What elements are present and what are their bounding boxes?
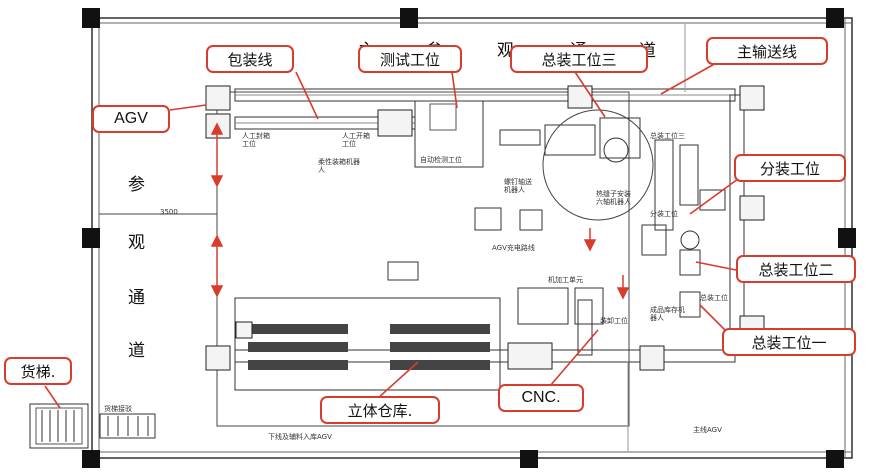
six-axis-robot-label: 热缝子安装六轴机器人 <box>596 190 631 206</box>
main-line-agv-label: 主线AGV <box>693 426 722 434</box>
callout-sub-assembly: 分装工位 <box>734 154 846 182</box>
aisle-left-char-2: 观 <box>128 233 145 253</box>
callout-leaders <box>44 61 743 409</box>
callout-test-station: 测试工位 <box>358 45 462 73</box>
elevator-small-label: 货梯接驳 <box>104 405 132 413</box>
offline-agv-label: 下线及辅料入库AGV <box>268 433 332 441</box>
hall-outline <box>91 17 853 459</box>
callout-packing-line: 包装线 <box>206 45 294 73</box>
auto-test-label: 自动检测工位 <box>420 156 462 164</box>
callout-final-assembly-3: 总装工位三 <box>510 45 648 73</box>
finished-storage-label: 成品库存机器人 <box>650 306 685 322</box>
callout-agv: AGV <box>92 105 170 133</box>
callout-cnc: CNC. <box>498 384 584 412</box>
callout-freight-elevator: 货梯. <box>4 357 72 385</box>
final-station-3-small: 总装工位三 <box>650 132 685 140</box>
callout-final-assembly-1: 总装工位一 <box>722 328 856 356</box>
aisle-left-char-1: 参 <box>128 175 145 195</box>
flexible-robot-label: 柔性装箱机器人 <box>318 158 360 174</box>
agv-charging-label: AGV充电路线 <box>492 244 535 252</box>
flow-arrows <box>210 122 630 300</box>
manual-pack-2-label: 人工开箱工位 <box>342 132 370 148</box>
aisle-left-char-4: 道 <box>128 341 145 361</box>
sub-station-small: 分装工位 <box>650 210 678 218</box>
dimension-label: 3500 <box>160 208 178 216</box>
screw-robot-label: 螺钉轴送机器人 <box>504 178 532 194</box>
manual-pack-1-label: 人工封箱工位 <box>242 132 270 148</box>
aisle-left-char-3: 通 <box>128 288 145 308</box>
transfer-station-label: 装卸工位 <box>600 317 628 325</box>
building-columns <box>82 8 856 468</box>
aisle-top-char-3: 观 <box>497 41 514 61</box>
final-station-1-small: 总装工位 <box>700 294 728 302</box>
callout-final-assembly-2: 总装工位二 <box>736 255 856 283</box>
warehouse-racks <box>248 324 490 370</box>
machining-unit-label: 机加工单元 <box>548 276 583 284</box>
callout-stereo-warehouse: 立体仓库. <box>320 396 440 424</box>
callout-main-conveyor: 主输送线 <box>706 37 828 65</box>
agv-nodes <box>205 85 765 371</box>
